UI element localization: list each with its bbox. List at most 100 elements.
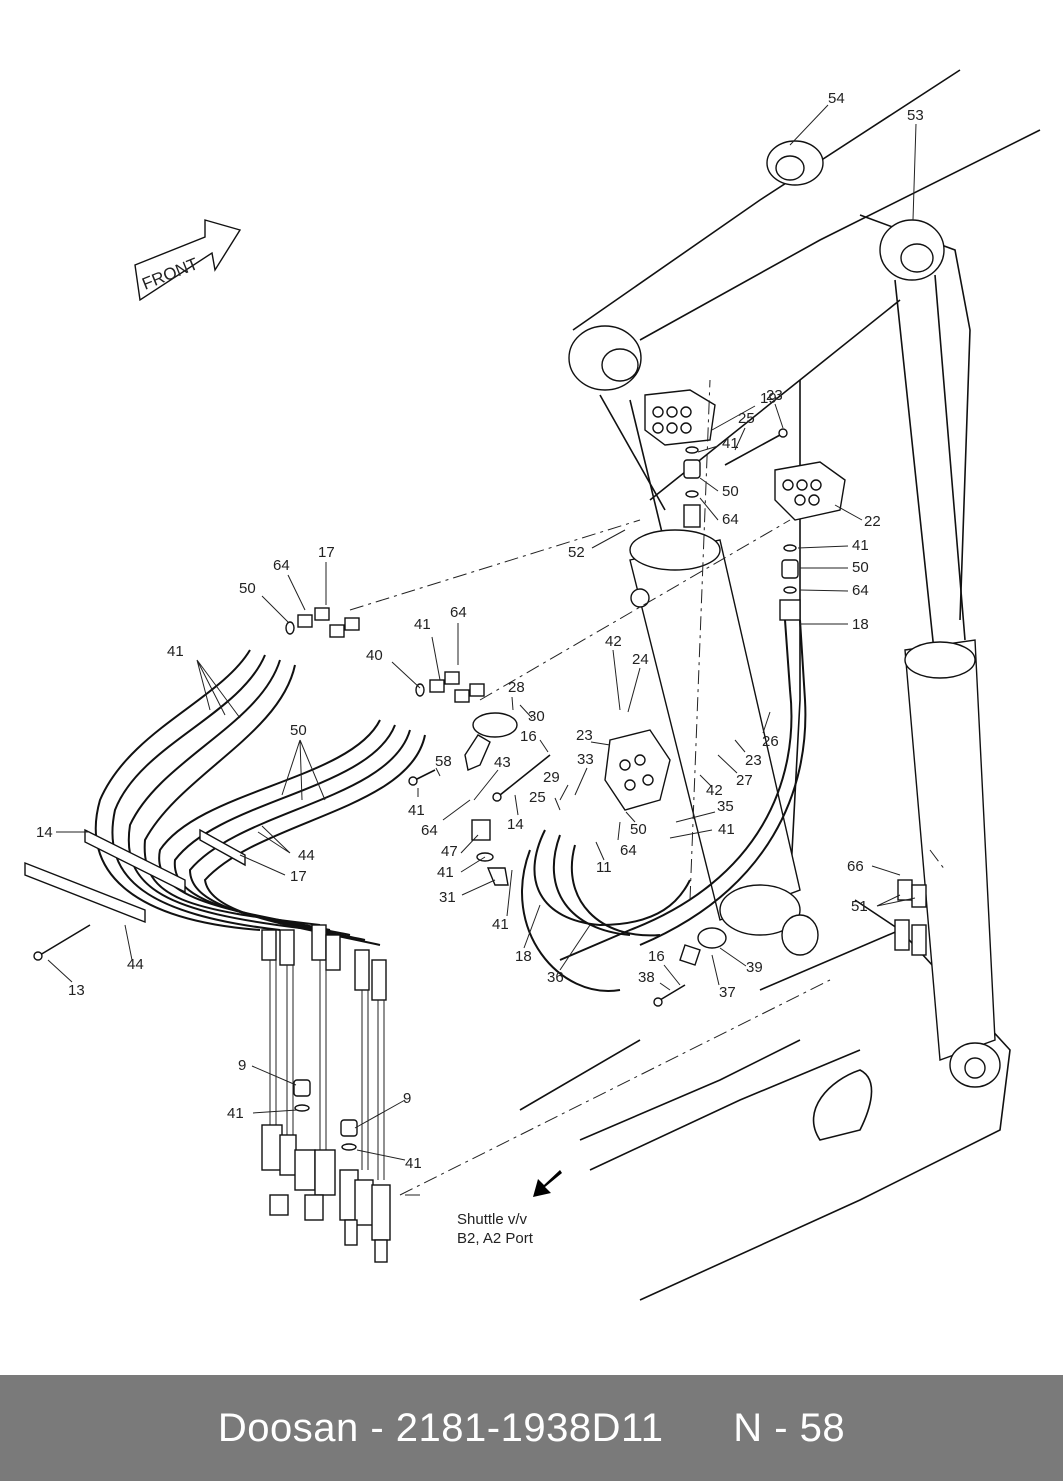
footer-text: Doosan - 2181-1938D11 N - 58 — [218, 1406, 845, 1451]
part-label-38: 38 — [638, 969, 655, 986]
footer-part-number: 2181-1938D11 — [395, 1405, 664, 1450]
part-label-50: 50 — [722, 483, 739, 500]
part-label-9: 9 — [238, 1057, 246, 1074]
part-label-41: 41 — [722, 435, 739, 452]
flange-28 — [464, 712, 518, 771]
part-label-47: 47 — [441, 843, 458, 860]
part-label-41: 41 — [405, 1155, 422, 1172]
plug-9-right — [340, 1119, 358, 1151]
bolt-25-center-head — [492, 792, 502, 802]
valve-body-24 — [604, 729, 671, 811]
bolt-25-center — [499, 754, 551, 796]
block-22 — [774, 461, 846, 521]
block-19 — [644, 389, 716, 446]
fittings-51-66 — [894, 879, 927, 956]
part-label-50: 50 — [630, 821, 647, 838]
adapters-upper-left — [285, 607, 360, 638]
part-label-41: 41 — [414, 616, 431, 633]
part-label-50: 50 — [290, 722, 307, 739]
bolt-38-head — [653, 997, 663, 1007]
shuttle-valve-cluster — [261, 1124, 391, 1263]
part-label-13: 13 — [68, 982, 85, 999]
washer-23-top — [778, 428, 788, 438]
part-label-64: 64 — [722, 511, 739, 528]
part-label-64: 64 — [421, 822, 438, 839]
part-label-64: 64 — [450, 604, 467, 621]
part-label-44: 44 — [298, 847, 315, 864]
part-label-64: 64 — [620, 842, 637, 859]
part-label-30: 30 — [528, 708, 545, 725]
part-label-16: 16 — [648, 948, 665, 965]
hoses-18-36 — [521, 829, 691, 992]
part-label-19: 19 — [760, 390, 777, 407]
part-label-35: 35 — [717, 798, 734, 815]
clamp-11-44 — [24, 828, 246, 924]
adapters-mid-left — [415, 671, 485, 703]
part-label-54: 54 — [828, 90, 845, 107]
part-label-33: 33 — [577, 751, 594, 768]
front-arrow: FRONT — [134, 219, 242, 302]
part-label-41: 41 — [852, 537, 869, 554]
part-label-66: 66 — [847, 858, 864, 875]
part-label-17: 17 — [318, 544, 335, 561]
part-label-28: 28 — [508, 679, 525, 696]
part-label-41: 41 — [718, 821, 735, 838]
bolt-38 — [659, 984, 686, 1001]
part-labels: 54 53 19 23 25 41 50 64 22 52 41 50 64 18 41 50 64 17 50 41… — [36, 90, 924, 1172]
part-label-14: 14 — [507, 816, 524, 833]
note-line-1: Shuttle v/v — [457, 1211, 528, 1228]
fittings-41-50-64-top — [683, 446, 701, 528]
part-label-24: 24 — [632, 651, 649, 668]
arm-cylinder-rod-end-53 — [879, 219, 945, 281]
part-label-25: 25 — [529, 789, 546, 806]
part-label-16: 16 — [520, 728, 537, 745]
shuttle-arrow-icon — [533, 1170, 562, 1197]
boom-cylinder — [629, 529, 819, 956]
part-label-44: 44 — [127, 956, 144, 973]
leader-lines — [47, 104, 917, 1196]
note-line-2: B2, A2 Port — [457, 1230, 534, 1247]
hose-18-right-b — [639, 619, 807, 946]
part-label-22: 22 — [864, 513, 881, 530]
part-label-52: 52 — [568, 544, 585, 561]
part-label-58: 58 — [435, 753, 452, 770]
hose-bundle-17-lower — [158, 719, 426, 946]
part-label-18: 18 — [515, 948, 532, 965]
part-label-11: 11 — [596, 859, 612, 876]
footer-brand: Doosan — [217, 1405, 359, 1450]
flange-37-39 — [679, 927, 727, 966]
footer-separator: - — [358, 1405, 396, 1450]
part-label-50: 50 — [852, 559, 869, 576]
part-label-50: 50 — [239, 580, 256, 597]
part-label-23: 23 — [745, 752, 762, 769]
bolt-13-head — [33, 951, 43, 961]
part-label-64: 64 — [273, 557, 290, 574]
bolt-25-top — [724, 434, 781, 466]
part-label-14: 14 — [36, 824, 53, 841]
bolt-29 — [414, 769, 436, 781]
bolt-13 — [39, 924, 91, 956]
part-label-41: 41 — [437, 864, 454, 881]
part-label-42: 42 — [706, 782, 723, 799]
part-label-41: 41 — [227, 1105, 244, 1122]
plug-9-left — [293, 1079, 311, 1112]
footer-bar: Doosan - 2181-1938D11 N - 58 — [0, 1375, 1063, 1481]
part-label-39: 39 — [746, 959, 763, 976]
hose-18-right — [559, 619, 793, 961]
boom-pin-54 — [766, 140, 824, 186]
part-label-18: 18 — [852, 616, 869, 633]
part-label-42: 42 — [605, 633, 622, 650]
part-label-25: 25 — [738, 410, 755, 427]
fittings-41-50-64-right — [779, 544, 801, 621]
part-label-23: 23 — [576, 727, 593, 744]
footer-gap — [664, 1406, 734, 1450]
part-label-26: 26 — [762, 733, 779, 750]
part-label-53: 53 — [907, 107, 924, 124]
part-label-41: 41 — [492, 916, 509, 933]
part-label-43: 43 — [494, 754, 511, 771]
part-label-64: 64 — [852, 582, 869, 599]
part-label-29: 29 — [543, 769, 560, 786]
fitting-47-31 — [471, 819, 509, 886]
footer-page-ref: N - 58 — [733, 1405, 846, 1450]
hose-ends-lower — [261, 924, 387, 1180]
